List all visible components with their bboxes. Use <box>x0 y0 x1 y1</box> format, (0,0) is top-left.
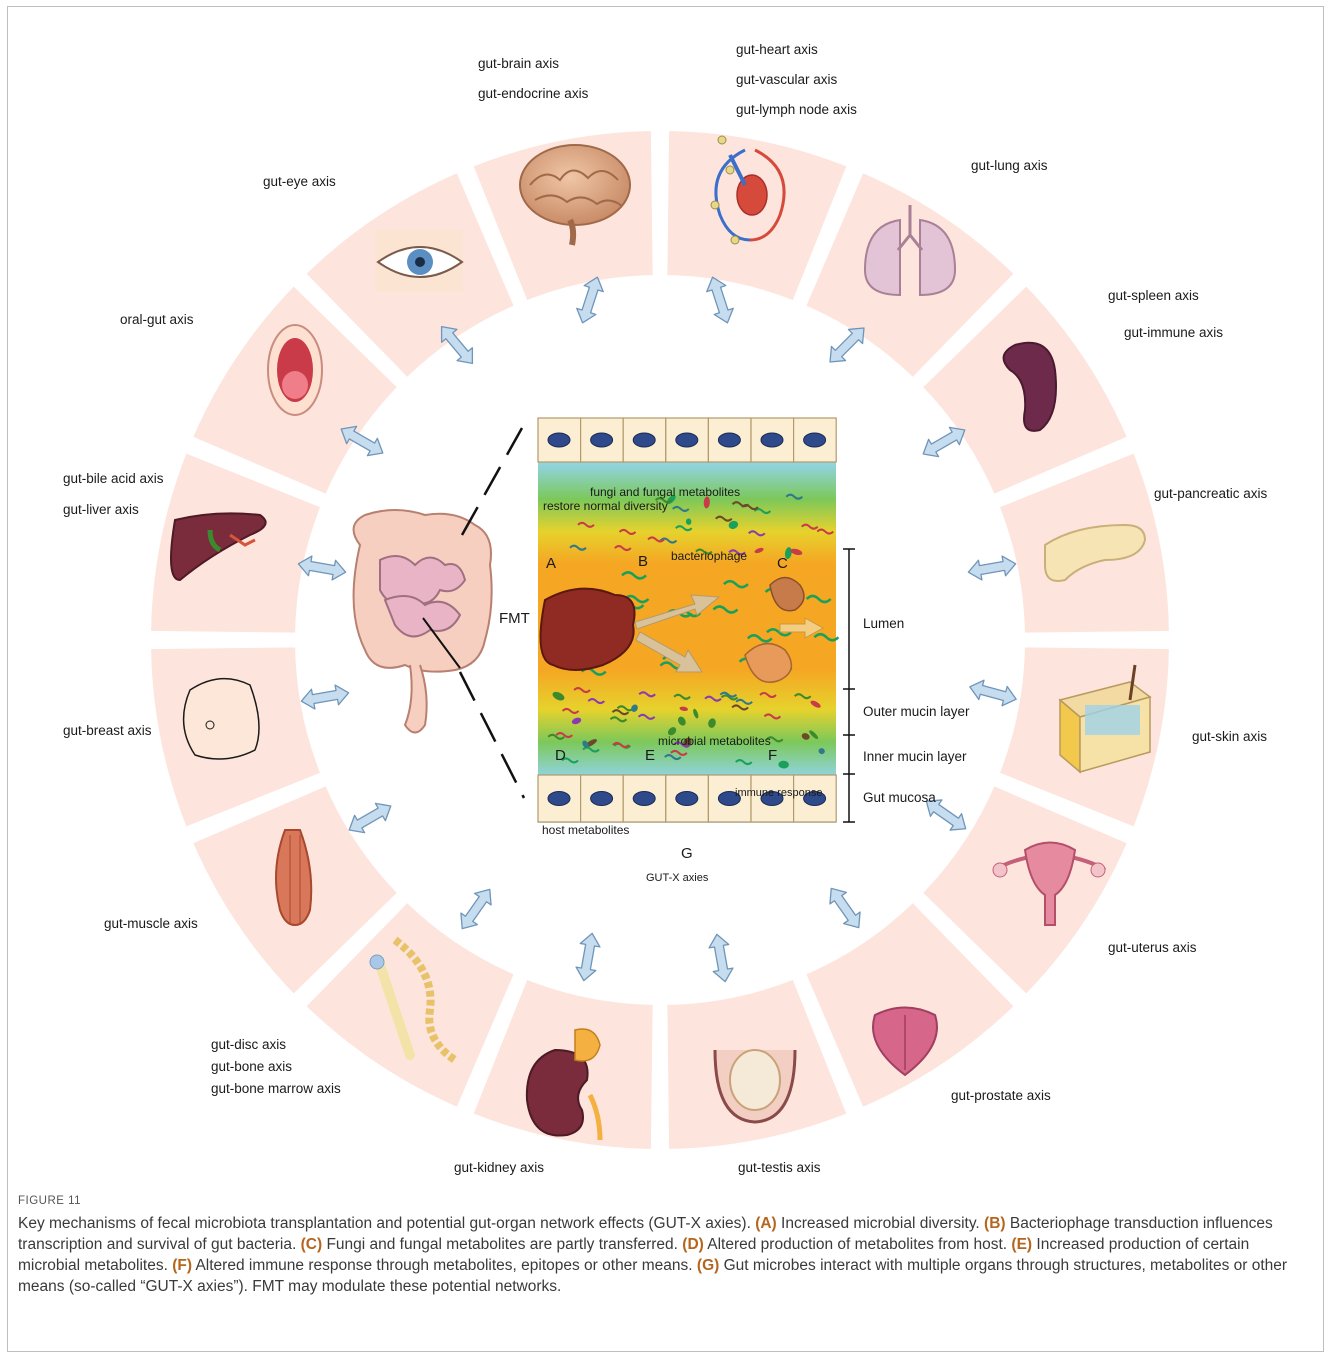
label-gut-testis: gut-testis axis <box>738 1160 821 1175</box>
label-inner-mucin: Inner mucin layer <box>863 749 967 764</box>
caption-key: (E) <box>1011 1236 1032 1253</box>
caption-intro: Key mechanisms of fecal microbiota trans… <box>18 1215 751 1232</box>
letter-d: D <box>555 747 566 764</box>
zoom-line-top <box>462 428 522 535</box>
caption-outro: FMT may modulate these potential network… <box>252 1278 561 1295</box>
letter-f: F <box>768 747 777 764</box>
breast-icon <box>184 679 259 759</box>
layer-bracket <box>843 549 855 822</box>
label-gut-lymph-node: gut-lymph node axis <box>736 102 857 117</box>
label-restore-diversity: restore normal diversity <box>543 499 668 513</box>
label-gut-heart: gut-heart axis <box>736 42 818 57</box>
caption-item-text: Altered immune response through metaboli… <box>195 1257 692 1274</box>
cell-nucleus <box>804 433 826 447</box>
label-gut-eye: gut-eye axis <box>263 174 336 189</box>
label-gut-prostate: gut-prostate axis <box>951 1088 1051 1103</box>
letter-g: G <box>681 845 693 862</box>
label-gut-endocrine: gut-endocrine axis <box>478 86 589 101</box>
label-gutx-axies: GUT-X axies <box>646 872 709 884</box>
cell-nucleus <box>548 433 570 447</box>
label-fungi: fungi and fungal metabolites <box>590 485 740 499</box>
label-fmt: FMT <box>499 610 530 627</box>
label-gut-lung: gut-lung axis <box>971 158 1048 173</box>
caption-item-text: Fungi and fungal metabolites are partly … <box>326 1236 678 1253</box>
double-arrow-icon <box>967 677 1019 709</box>
cell-nucleus <box>591 792 613 806</box>
label-gut-uterus: gut-uterus axis <box>1108 940 1197 955</box>
caption-key: (G) <box>697 1257 719 1274</box>
mouth-icon <box>268 325 322 415</box>
label-oral-gut: oral-gut axis <box>120 312 194 327</box>
cell-nucleus <box>548 792 570 806</box>
label-gut-bone-marrow: gut-bone marrow axis <box>211 1081 341 1096</box>
cell-nucleus <box>591 433 613 447</box>
label-gut-bone: gut-bone axis <box>211 1059 292 1074</box>
label-gut-muscle: gut-muscle axis <box>104 916 198 931</box>
label-outer-mucin: Outer mucin layer <box>863 704 970 719</box>
label-gut-skin: gut-skin axis <box>1192 729 1267 744</box>
epithelium-top <box>538 418 836 462</box>
eye-icon <box>375 230 463 292</box>
cell-nucleus <box>633 433 655 447</box>
label-gut-vascular: gut-vascular axis <box>736 72 838 87</box>
letter-a: A <box>546 555 556 572</box>
caption-item-text: Increased microbial diversity. <box>781 1215 980 1232</box>
label-lumen: Lumen <box>863 616 904 631</box>
double-arrow-icon <box>574 932 602 983</box>
label-immune-response: immune response <box>735 787 822 799</box>
label-gut-liver: gut-liver axis <box>63 502 139 517</box>
letter-e: E <box>645 747 655 764</box>
caption-key: (C) <box>301 1236 323 1253</box>
label-bacteriophage: bacteriophage <box>671 549 747 563</box>
double-arrow-icon <box>454 884 498 935</box>
double-arrow-icon <box>300 683 351 711</box>
label-gut-immune: gut-immune axis <box>1124 325 1223 340</box>
double-arrow-icon <box>823 883 867 934</box>
label-gut-breast: gut-breast axis <box>63 723 152 738</box>
caption-key: (F) <box>172 1257 192 1274</box>
label-gut-bile-acid: gut-bile acid axis <box>63 471 164 486</box>
double-arrow-icon <box>707 933 735 984</box>
label-gut-disc: gut-disc axis <box>211 1037 286 1052</box>
label-gut-spleen: gut-spleen axis <box>1108 288 1199 303</box>
letter-b: B <box>638 553 648 570</box>
figure-number: FIGURE 11 <box>18 1195 1313 1207</box>
cell-nucleus <box>718 433 740 447</box>
cell-nucleus <box>761 433 783 447</box>
zoom-line-bottom <box>460 672 524 798</box>
cell-nucleus <box>676 433 698 447</box>
caption-key: (D) <box>682 1236 704 1253</box>
intestine-icon <box>354 510 492 733</box>
caption-item-text: Altered production of metabolites from h… <box>707 1236 1007 1253</box>
gut-section-panel <box>538 418 838 823</box>
label-host-metabolites: host metabolites <box>542 823 629 837</box>
caption-key: (A) <box>755 1215 777 1232</box>
cell-nucleus <box>676 792 698 806</box>
figure-caption: FIGURE 11 Key mechanisms of fecal microb… <box>18 1195 1313 1297</box>
caption-key: (B) <box>984 1215 1006 1232</box>
label-gut-mucosa: Gut mucosa <box>863 790 936 805</box>
label-gut-brain: gut-brain axis <box>478 56 559 71</box>
label-microbial-metabolites: microbial metabolites <box>658 734 771 748</box>
caption-text: Key mechanisms of fecal microbiota trans… <box>18 1213 1313 1297</box>
cell-nucleus <box>633 792 655 806</box>
gut-organ-axes-diagram: gut-brain axis gut-endocrine axis gut-he… <box>0 0 1331 1190</box>
layer-labels: Lumen Outer mucin layer Inner mucin laye… <box>863 616 970 805</box>
label-gut-pancreatic: gut-pancreatic axis <box>1154 486 1268 501</box>
label-gut-kidney: gut-kidney axis <box>454 1160 544 1175</box>
letter-c: C <box>777 555 788 572</box>
